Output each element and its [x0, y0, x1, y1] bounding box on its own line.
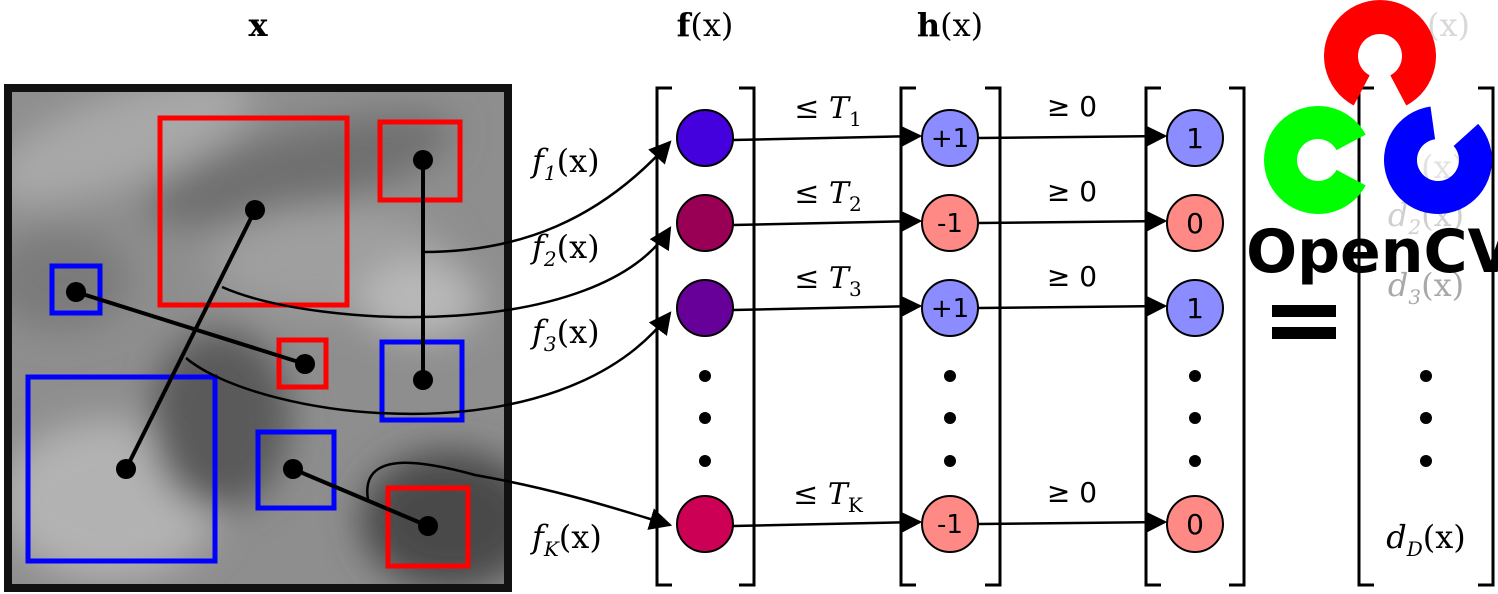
logo-ring	[1264, 105, 1366, 214]
red-box	[157, 115, 350, 308]
binarize-label: ≥ 0	[1047, 260, 1097, 293]
feature-row: ≤ TK -1 ≥ 0 0	[676, 476, 1224, 553]
blue-box	[25, 374, 218, 564]
sign-value: -1	[937, 209, 963, 239]
threshold-label: ≤ T1	[794, 91, 861, 131]
logo-ring	[1383, 106, 1492, 214]
binarize-arrow	[977, 209, 1168, 233]
feature-row: ≤ T1 +1 ≥ 0 1	[676, 90, 1224, 167]
bit-value: 0	[1186, 207, 1204, 240]
bit-value: 0	[1186, 508, 1204, 541]
d-column-title: (x)	[1427, 6, 1470, 44]
feature-row: ≤ T2 -1 ≥ 0 0	[676, 175, 1224, 252]
pair-points	[66, 150, 438, 536]
red-box	[276, 337, 329, 390]
blue-box	[49, 263, 103, 316]
threshold-label: ≤ T2	[794, 176, 861, 216]
brackets	[655, 86, 1495, 587]
bit-node	[1166, 495, 1224, 553]
feature-rows: ≤ T1 +1 ≥ 0 1 ≤ T2 -1 ≥ 0 0 ≤ T3 +1 ≥ 0 1 ≤ TK -1 ≥ 0 0	[676, 90, 1224, 553]
binarize-label: ≥ 0	[1047, 90, 1097, 123]
blue-box	[255, 429, 337, 511]
sign-value: +1	[931, 294, 969, 324]
feature-label: fK(x)	[530, 518, 602, 561]
feature-label: f2(x)	[530, 228, 600, 271]
feature-node	[676, 109, 734, 167]
logo-rings	[1264, 0, 1492, 214]
feature-labels: f1(x) f2(x) f3(x) fK(x)	[530, 142, 602, 561]
logo-ring	[1324, 0, 1436, 106]
image-title: x	[248, 6, 268, 44]
binarize-arrow	[977, 294, 1168, 318]
binarize-label: ≥ 0	[1047, 175, 1097, 208]
binarize-label: ≥ 0	[1047, 476, 1097, 509]
threshold-arrow	[732, 511, 923, 534]
threshold-label: ≤ T3	[794, 261, 861, 301]
bit-value: 1	[1186, 292, 1204, 325]
red-box	[377, 119, 463, 203]
image-frame	[4, 84, 512, 592]
feature-label: f1(x)	[530, 142, 600, 185]
sign-value: +1	[931, 124, 969, 154]
f-column-title: f(x)	[677, 6, 734, 44]
binarize-arrow	[977, 124, 1168, 148]
feature-node	[676, 279, 734, 337]
ellipsis-dots	[699, 370, 1432, 467]
binarize-arrow	[977, 510, 1168, 534]
descriptor-label: dD(x)	[1386, 518, 1466, 561]
threshold-label: ≤ TK	[793, 477, 864, 517]
red-box	[385, 485, 471, 569]
sign-value: -1	[937, 510, 963, 540]
feature-arrows	[185, 140, 673, 530]
equals-sign	[1272, 305, 1336, 339]
feature-row: ≤ T3 +1 ≥ 0 1	[676, 260, 1224, 337]
bit-node	[1166, 194, 1224, 252]
h-column-title: h(x)	[917, 6, 983, 44]
threshold-arrow	[732, 125, 923, 148]
bit-node	[1166, 109, 1224, 167]
sampling-boxes	[25, 115, 471, 569]
logo-text: OpenCV	[1246, 217, 1498, 287]
feature-label: f3(x)	[530, 313, 600, 356]
bit-node	[1166, 279, 1224, 337]
feature-node	[676, 495, 734, 553]
opencv-logo: OpenCV	[1246, 0, 1498, 287]
threshold-arrow	[732, 295, 923, 318]
bit-value: 1	[1186, 122, 1204, 155]
descriptor-label: d3(x)	[1388, 266, 1464, 309]
feature-node	[676, 194, 734, 252]
threshold-arrow	[732, 210, 923, 233]
pair-lines	[75, 160, 429, 528]
